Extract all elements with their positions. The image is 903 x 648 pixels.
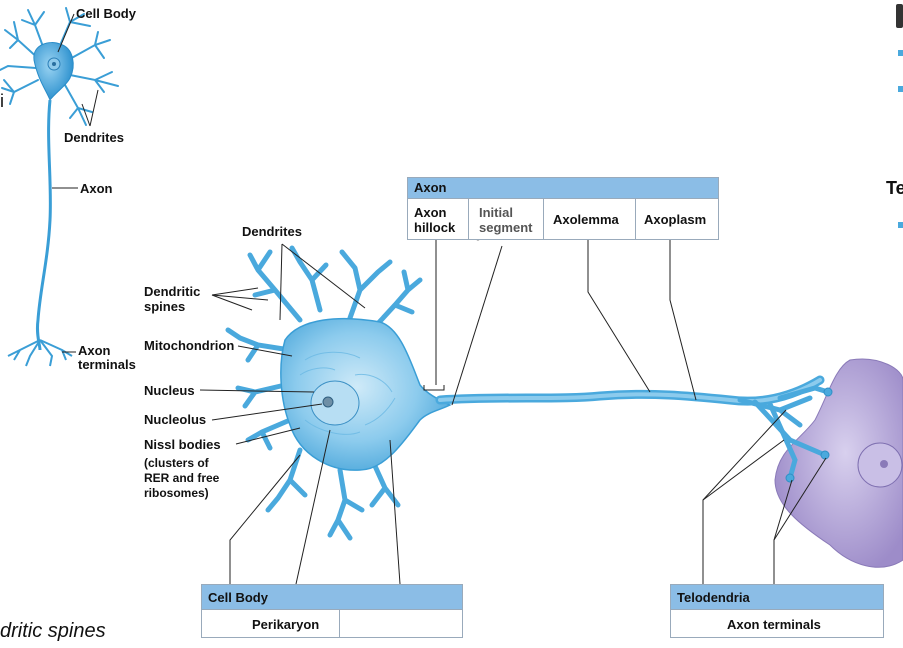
axolemma-label: Axolemma [553,212,619,227]
left-italic-caption: dritic spines [0,620,106,642]
nissl-sub-label-1: (clusters of [144,456,209,470]
cell-body-box-title: Cell Body [201,584,463,610]
telodendria-branches [737,385,831,481]
axon-terminals-label: Axon terminals [727,617,821,632]
nissl-bodies-label: Nissl bodies [144,437,221,452]
nissl-sub-label-3: ribosomes) [144,486,209,500]
main-neuron [225,245,833,541]
axon-box-title: Axon [407,177,719,199]
perikaryon-label: Perikaryon [252,617,320,632]
axon-hillock-label-1: Axon [414,205,447,220]
axon-hillock-label-2: hillock [414,220,456,235]
small-neuron [0,7,119,367]
right-edge-bullet-1 [898,50,903,56]
initial-segment-label-2: segment [479,220,533,235]
small-dendrites-label: Dendrites [64,130,124,145]
dendrites-label: Dendrites [242,224,302,239]
initial-segment-cell: Initial segment [468,198,544,240]
small-axon-label: Axon [80,181,113,196]
target-cell [774,358,903,568]
axoplasm-cell: Axoplasm [635,198,719,240]
telodendria-box-title: Telodendria [670,584,884,610]
nucleus-label: Nucleus [144,383,195,398]
axoplasm-label: Axoplasm [644,212,707,227]
small-dendrites [0,7,119,126]
nissl-sub-label-2: RER and free [144,471,220,485]
mitochondrion-label: Mitochondrion [144,338,235,353]
right-edge-bullet-2 [898,86,903,92]
main-dendrites [225,245,423,541]
left-fragment-letter: i [0,91,4,111]
small-axon-terminals [7,339,73,367]
right-fragment-te: Te [886,178,903,198]
small-cell-body-label: Cell Body [76,6,136,21]
axolemma-cell: Axolemma [543,198,636,240]
nucleolus-label: Nucleolus [144,412,207,427]
perikaryon-cell: Perikaryon [201,609,340,638]
dendritic-spines-label-1: Dendritic [144,284,201,299]
small-axon-terminals-label-1: Axon [78,343,111,358]
small-axon-terminals-label-2: terminals [78,357,136,372]
axon-hillock-cell: Axon hillock [407,198,469,240]
axon-terminals-cell: Axon terminals [670,609,884,638]
leader-lines [199,240,827,585]
right-edge-glyph [896,4,903,28]
initial-segment-label-1: Initial [479,205,513,220]
right-edge-bullet-3 [898,222,903,228]
dendritic-spines-label-2: spines [144,299,186,314]
redacted-cell [339,609,463,638]
